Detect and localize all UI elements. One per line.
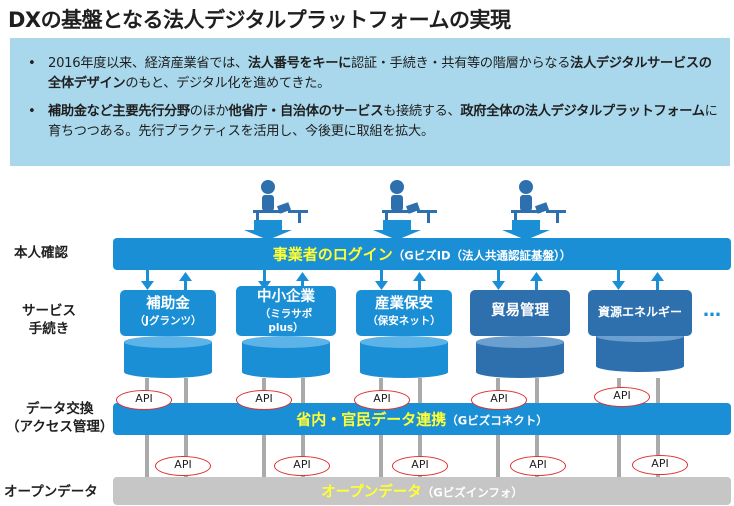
open-data-bar: オープンデータ（Gビズインフォ） xyxy=(113,477,731,505)
layer-label-exchange-line1: データ交換 xyxy=(25,401,94,417)
service-system: （Jグランツ） xyxy=(134,315,202,327)
database-cylinder xyxy=(360,336,448,378)
bullet-text: 2016年度以来、経済産業省では、法人番号をキーに認証・手続き・共有等の階層から… xyxy=(48,54,718,94)
database-cylinder xyxy=(596,330,684,372)
layer-label-services-line2: 手続き xyxy=(28,321,70,337)
bullet-dot: • xyxy=(28,56,36,71)
data-linkage-bar: 省内・官民データ連携（Gビズコネクト） xyxy=(113,403,731,435)
arrow-up xyxy=(413,272,426,281)
service-system: （ミラサポ xyxy=(259,308,313,320)
service-box-safety: 産業保安 （保安ネット） xyxy=(356,290,452,336)
more-services-ellipsis: … xyxy=(703,300,723,321)
arrow-down xyxy=(375,281,388,290)
data-linkage-subtitle: （Gビズコネクト） xyxy=(446,413,548,428)
api-badge: API xyxy=(274,456,330,476)
api-badge: API xyxy=(632,455,688,475)
api-badge: API xyxy=(392,456,448,476)
arrow-up xyxy=(530,272,543,281)
service-database-cylinders xyxy=(124,330,684,378)
service-box-subsidy: 補助金 （Jグランツ） xyxy=(120,290,216,336)
database-cylinder xyxy=(476,336,564,378)
bullet-part-bold: 法人番号をキーに xyxy=(247,56,352,71)
page-title: DXの基盤となる法人デジタルプラットフォームの実現 xyxy=(8,8,511,32)
service-name: 補助金 xyxy=(146,296,190,312)
service-box-energy: 資源エネルギー xyxy=(588,290,692,336)
service-system: （保安ネット） xyxy=(367,315,441,327)
bullet-part: のほか xyxy=(189,104,229,119)
summary-box: • 2016年度以来、経済産業省では、法人番号をキーに認証・手続き・共有等の階層… xyxy=(10,38,730,166)
api-badge: API xyxy=(594,387,650,407)
arrow-down xyxy=(612,281,625,290)
login-arrows xyxy=(141,270,664,292)
layer-label-open: オープンデータ xyxy=(4,484,98,500)
arrow-up xyxy=(651,272,664,281)
database-cylinder xyxy=(242,336,330,378)
layer-label-exchange-line2: （アクセス管理） xyxy=(6,419,114,435)
arrow-down xyxy=(258,281,271,290)
open-data-title: オープンデータ xyxy=(321,484,422,501)
bullet-text: 補助金など主要先行分野のほか他省庁・自治体のサービスも接続する、政府全体の法人デ… xyxy=(48,102,718,142)
api-badge: API xyxy=(236,390,292,410)
user-icons xyxy=(244,180,566,240)
service-name: 中小企業 xyxy=(257,289,315,305)
bullet-part-bold: 補助金など主要先行分野 xyxy=(48,104,190,119)
api-badge: API xyxy=(354,390,410,410)
arrow-down xyxy=(141,281,154,290)
login-bar-title: 事業者のログイン xyxy=(272,245,393,264)
database-cylinder xyxy=(124,336,212,378)
layer-label-services-line1: サービス xyxy=(22,303,76,319)
user-at-desk-icon xyxy=(502,180,566,240)
bullet-part: 認証・手続き・共有等の階層からなる xyxy=(351,56,571,71)
service-name: 貿易管理 xyxy=(491,303,549,319)
user-at-desk-icon xyxy=(244,180,308,240)
api-badge: API xyxy=(471,390,527,410)
login-bar: 事業者のログイン（GビズID（法人共通認証基盤）） xyxy=(113,238,731,270)
service-box-trade: 貿易管理 xyxy=(470,290,570,336)
service-box-sme: 中小企業 （ミラサポ plus） xyxy=(236,286,336,336)
arrow-up xyxy=(296,272,309,281)
bullet-part: に育ちつつある。先行プラクティスを活用し、今後更に取組を拡大。 xyxy=(48,104,718,139)
bullet-part-bold: 法人デジタルサービスの全体デザイン xyxy=(48,56,712,91)
login-bar-subtitle: （GビズID（法人共通認証基盤）） xyxy=(392,248,572,263)
user-at-desk-icon xyxy=(373,180,437,240)
service-name: 資源エネルギー xyxy=(597,305,682,319)
bullet-dot: • xyxy=(28,104,36,119)
layer-label-exchange: データ交換 （アクセス管理） xyxy=(6,400,113,436)
data-linkage-title: 省内・官民データ連携 xyxy=(296,410,447,429)
service-system-cont: plus） xyxy=(268,322,304,334)
layer-label-identity: 本人確認 xyxy=(14,245,68,261)
api-badge: API xyxy=(510,456,566,476)
arrow-up xyxy=(179,272,192,281)
bullet-part: も接続する、 xyxy=(383,104,461,119)
bullet-part-bold: 他省庁・自治体のサービス xyxy=(228,104,384,119)
api-badge: API xyxy=(155,456,211,476)
bullet-part-bold: 政府全体の法人デジタルプラットフォーム xyxy=(460,104,705,119)
open-data-subtitle: （Gビズインフォ） xyxy=(421,485,523,500)
arrow-down xyxy=(492,281,505,290)
api-badge: API xyxy=(116,390,172,410)
bullet-part: のもと、デジタル化を進めてきた。 xyxy=(125,76,331,91)
bullet-part: 2016年度以来、経済産業省では、 xyxy=(48,56,248,71)
layer-label-services: サービス 手続き xyxy=(22,302,76,338)
service-name: 産業保安 xyxy=(375,296,433,312)
